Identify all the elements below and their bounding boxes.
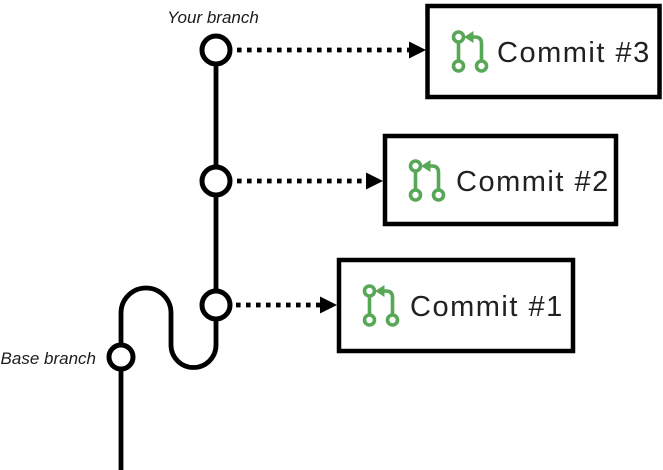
arrowhead-icon xyxy=(320,296,337,314)
commit-2-node xyxy=(199,164,233,198)
arrow-to-commit-3 xyxy=(237,41,426,59)
base-branch-label: Base branch xyxy=(1,349,96,368)
commit-2-box xyxy=(382,133,619,227)
base-branch-line xyxy=(118,285,219,470)
commit-1-node xyxy=(199,288,233,322)
commit-3-label: Commit #3 xyxy=(497,37,651,69)
arrow-to-commit-1 xyxy=(236,296,337,314)
arrow-to-commit-2 xyxy=(237,172,383,190)
your-branch-label: Your branch xyxy=(167,8,259,27)
commit-1-label: Commit #1 xyxy=(410,291,564,323)
your-branch-head-node xyxy=(199,33,233,67)
commit-2-label: Commit #2 xyxy=(456,166,610,198)
commit-3-box xyxy=(425,3,662,100)
arrowhead-icon xyxy=(409,41,426,59)
commit-1-box xyxy=(336,257,576,354)
base-branch-node xyxy=(106,342,136,372)
arrowhead-icon xyxy=(366,172,383,190)
